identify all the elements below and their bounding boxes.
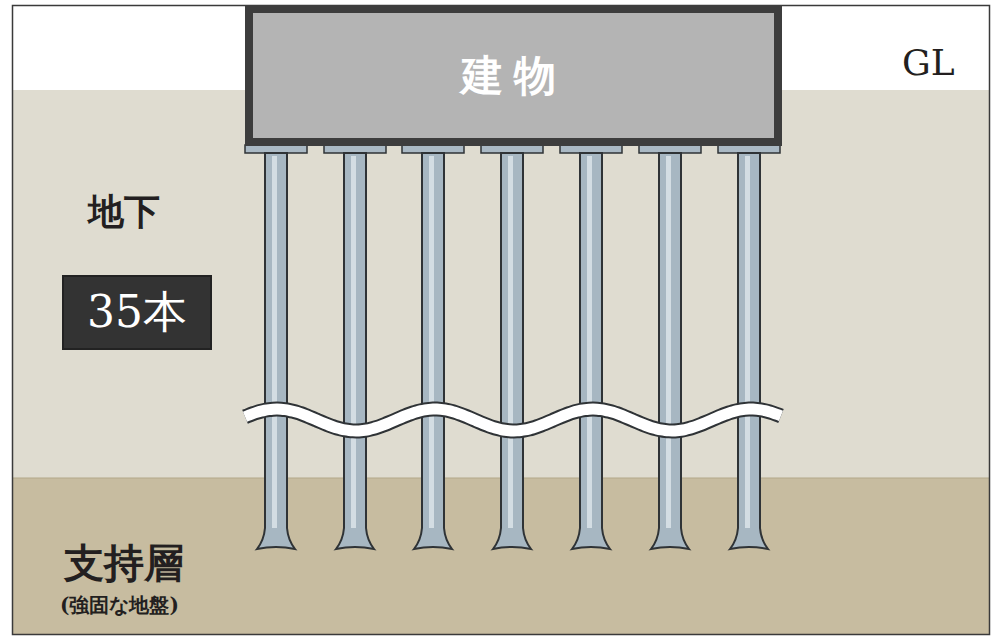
break-band (245, 409, 781, 431)
pile-count-box: 35本 (62, 275, 212, 350)
pile-highlight (745, 156, 750, 528)
pile (651, 153, 689, 549)
node-text: 建物 (461, 48, 566, 104)
pile (336, 153, 374, 549)
building-box: 建物 (245, 5, 782, 146)
pile-cap (639, 145, 701, 153)
pile-highlight (508, 156, 513, 528)
bearing-layer-note: (強固な地盤) (60, 592, 179, 619)
pile-cap (245, 145, 307, 153)
pile-group (245, 145, 780, 549)
pile-highlight (429, 156, 434, 528)
break-line (245, 409, 781, 431)
pile (572, 153, 610, 549)
pile-cap (402, 145, 464, 153)
underground-label: 地下 (88, 188, 160, 237)
break-outline (245, 409, 781, 431)
frame (13, 6, 990, 635)
pile-cap (481, 145, 543, 153)
pile (414, 153, 452, 549)
ground-level-label: GL (902, 42, 955, 83)
pile-highlight (666, 156, 671, 528)
pile-highlight (351, 156, 356, 528)
pile (730, 153, 768, 549)
node-text: 35本 (87, 283, 187, 342)
pile-highlight (272, 156, 277, 528)
pile (257, 153, 295, 549)
bearing-layer-label: 支持層 (64, 536, 184, 591)
pile (493, 153, 531, 549)
pile-cap (324, 145, 386, 153)
pile-highlight (587, 156, 592, 528)
pile-cap (560, 145, 622, 153)
pile-cap (718, 145, 780, 153)
